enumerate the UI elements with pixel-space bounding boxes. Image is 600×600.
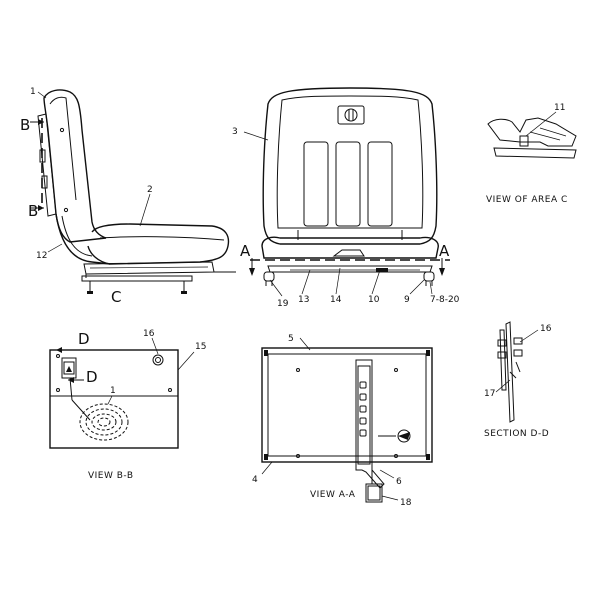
section-letter-b-top: B xyxy=(20,116,30,134)
part-label-1-view-b: 1 xyxy=(110,386,116,396)
part-label-3: 3 xyxy=(232,127,238,137)
part-label-17: 17 xyxy=(484,389,495,399)
part-label-16-view-b: 16 xyxy=(143,329,155,339)
view-a-a-detail xyxy=(261,337,433,503)
part-label-14: 14 xyxy=(330,295,342,305)
part-label-13: 13 xyxy=(298,295,309,305)
side-view-seat xyxy=(30,89,236,294)
view-a-a-caption: VIEW A-A xyxy=(310,490,356,500)
part-label-16-section-d: 16 xyxy=(540,324,552,334)
view-b-b-caption: VIEW B-B xyxy=(88,471,134,481)
section-letter-a-right: A xyxy=(439,242,450,260)
section-letter-d-top: D xyxy=(78,330,90,348)
part-label-2: 2 xyxy=(147,185,153,195)
section-d-d-detail xyxy=(495,321,539,423)
part-label-12: 12 xyxy=(36,251,47,261)
view-of-area-c-caption: VIEW OF AREA C xyxy=(486,195,568,205)
section-letter-b-bottom: B xyxy=(28,202,38,220)
part-label-9: 9 xyxy=(404,295,410,305)
section-letter-c: C xyxy=(111,288,121,306)
view-b-b-detail xyxy=(49,337,195,449)
part-label-18: 18 xyxy=(400,498,412,508)
section-letter-a-left: A xyxy=(240,242,251,260)
part-label-7-8-20: 7-8-20 xyxy=(430,295,460,305)
part-label-4: 4 xyxy=(252,475,258,485)
part-label-15: 15 xyxy=(195,342,206,352)
view-of-area-c-detail xyxy=(487,111,577,159)
section-d-d-caption: SECTION D-D xyxy=(484,429,549,439)
front-view-seat xyxy=(243,87,450,297)
section-letter-d-bottom: D xyxy=(86,368,98,386)
part-label-6: 6 xyxy=(396,477,402,487)
part-label-5: 5 xyxy=(288,334,294,344)
part-label-10: 10 xyxy=(368,295,380,305)
part-label-1: 1 xyxy=(30,87,36,97)
part-label-11: 11 xyxy=(554,103,565,113)
part-label-19: 19 xyxy=(277,299,289,309)
